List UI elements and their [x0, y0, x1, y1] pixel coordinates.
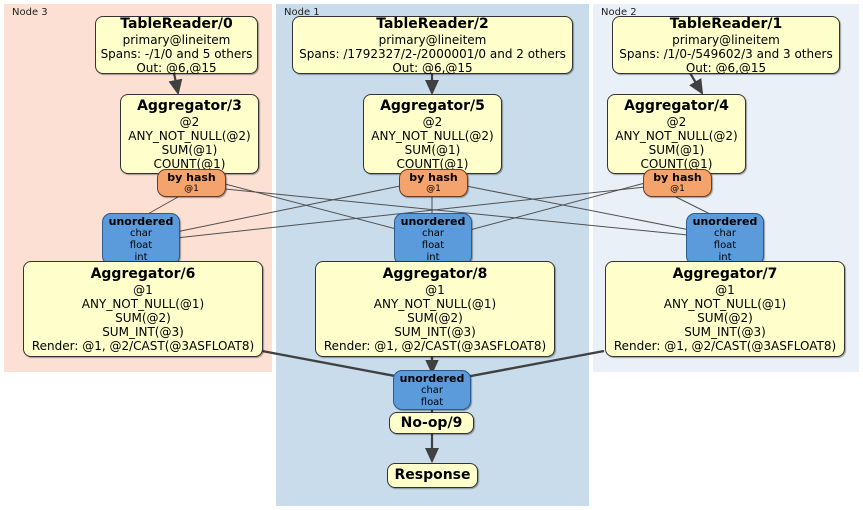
node-title: Aggregator/7 [672, 265, 778, 282]
node-aggregator-4[interactable]: Aggregator/4 @2 ANY_NOT_NULL(@2) SUM(@1)… [607, 94, 746, 174]
node-line: @2 [179, 114, 200, 129]
node-title: TableReader/1 [669, 15, 783, 32]
stream-line: float [129, 239, 153, 251]
node-line: COUNT(@1) [153, 156, 226, 171]
node-line: SUM_INT(@3) [102, 324, 184, 339]
node-line: SUM(@2) [115, 310, 171, 325]
node-line: SUM(@1) [404, 142, 461, 157]
router-line: @1 [670, 184, 685, 194]
node-line: Out: @6,@15 [685, 60, 767, 75]
node-tablereader-1[interactable]: TableReader/1 primary@lineitem Spans: /1… [612, 15, 840, 75]
node-line: Spans: /1/0-/549602/3 and 3 others [619, 46, 833, 61]
node-title: TableReader/0 [120, 15, 233, 32]
node-line: COUNT(@1) [396, 156, 469, 171]
node-line: Spans: /1792327/2-/2000001/0 and 2 other… [299, 46, 566, 61]
node-line: SUM(@2) [407, 310, 463, 325]
router-title: by hash [653, 171, 702, 184]
node-line: ANY_NOT_NULL(@1) [81, 296, 205, 311]
stream-line: float [421, 239, 445, 251]
node-tablereader-0[interactable]: TableReader/0 primary@lineitem Spans: -/… [95, 15, 258, 75]
node-line: Render: @1, @2/CAST(@3ASFLOAT8) [31, 338, 255, 353]
stream-line: int [134, 251, 148, 263]
node-title: Aggregator/4 [624, 97, 729, 114]
cluster-label-node2: Node 2 [601, 7, 637, 18]
node-line: Spans: -/1/0 and 5 others [100, 46, 253, 61]
node-line: Out: @6,@15 [392, 60, 473, 75]
node-aggregator-7[interactable]: Aggregator/7 @1 ANY_NOT_NULL(@1) SUM(@2)… [605, 261, 845, 357]
node-line: primary@lineitem [672, 32, 780, 47]
stream-line: int [718, 251, 732, 263]
node-line: SUM_INT(@3) [394, 324, 476, 339]
node-title: Aggregator/6 [90, 265, 196, 282]
router-by-hash-right[interactable]: by hash @1 [643, 169, 712, 197]
router-by-hash-center[interactable]: by hash @1 [399, 169, 468, 197]
node-line: Render: @1, @2/CAST(@3ASFLOAT8) [613, 338, 837, 353]
node-line: @2 [422, 114, 443, 129]
node-line: SUM(@2) [697, 310, 753, 325]
node-line: Out: @6,@15 [136, 60, 217, 75]
node-title: Aggregator/5 [380, 97, 485, 114]
router-by-hash-left[interactable]: by hash @1 [157, 169, 226, 197]
node-title: Aggregator/8 [382, 265, 488, 282]
stream-unordered-center[interactable]: unordered char float int [394, 213, 472, 265]
cluster-label-node3: Node 3 [12, 7, 48, 18]
stream-title: unordered [108, 214, 174, 228]
node-response[interactable]: Response [387, 463, 478, 488]
stream-line: char [713, 227, 737, 239]
node-line: primary@lineitem [122, 32, 231, 47]
node-line: @1 [133, 282, 153, 297]
node-line: SUM(@1) [161, 142, 218, 157]
node-line: ANY_NOT_NULL(@2) [371, 128, 494, 143]
node-aggregator-5[interactable]: Aggregator/5 @2 ANY_NOT_NULL(@2) SUM(@1)… [363, 94, 502, 174]
router-title: by hash [167, 171, 216, 184]
node-noop-9[interactable]: No-op/9 [389, 412, 474, 434]
stream-title: unordered [400, 214, 466, 228]
stream-line: char [129, 227, 153, 239]
stream-unordered-right[interactable]: unordered char float int [686, 213, 764, 265]
node-aggregator-6[interactable]: Aggregator/6 @1 ANY_NOT_NULL(@1) SUM(@2)… [23, 261, 263, 357]
router-title: by hash [409, 171, 458, 184]
node-line: ANY_NOT_NULL(@2) [128, 128, 251, 143]
stream-line: char [420, 384, 444, 396]
stream-line: float [713, 239, 737, 251]
stream-line: int [426, 251, 440, 263]
node-title: No-op/9 [400, 414, 463, 431]
node-title: TableReader/2 [376, 15, 489, 32]
node-line: @2 [666, 114, 687, 129]
node-line: ANY_NOT_NULL(@2) [615, 128, 738, 143]
stream-line: float [420, 396, 444, 408]
node-line: SUM(@1) [648, 142, 705, 157]
node-aggregator-3[interactable]: Aggregator/3 @2 ANY_NOT_NULL(@2) SUM(@1)… [120, 94, 259, 174]
node-tablereader-2[interactable]: TableReader/2 primary@lineitem Spans: /1… [292, 15, 573, 75]
node-aggregator-8[interactable]: Aggregator/8 @1 ANY_NOT_NULL(@1) SUM(@2)… [315, 261, 555, 357]
node-line: ANY_NOT_NULL(@1) [373, 296, 497, 311]
router-line: @1 [426, 184, 441, 194]
node-line: @1 [715, 282, 735, 297]
stream-title: unordered [692, 214, 758, 228]
node-line: @1 [425, 282, 445, 297]
node-line: SUM_INT(@3) [684, 324, 766, 339]
node-line: Render: @1, @2/CAST(@3ASFLOAT8) [323, 338, 547, 353]
node-title: Response [394, 467, 471, 483]
node-line: COUNT(@1) [640, 156, 713, 171]
router-line: @1 [184, 184, 199, 194]
node-line: ANY_NOT_NULL(@1) [663, 296, 787, 311]
stream-line: char [421, 227, 445, 239]
stream-unordered-final[interactable]: unordered char float [393, 370, 471, 410]
cluster-label-node1: Node 1 [284, 7, 320, 18]
node-line: primary@lineitem [378, 32, 487, 47]
stream-title: unordered [399, 371, 465, 385]
node-title: Aggregator/3 [137, 97, 242, 114]
stream-unordered-left[interactable]: unordered char float int [102, 213, 180, 265]
